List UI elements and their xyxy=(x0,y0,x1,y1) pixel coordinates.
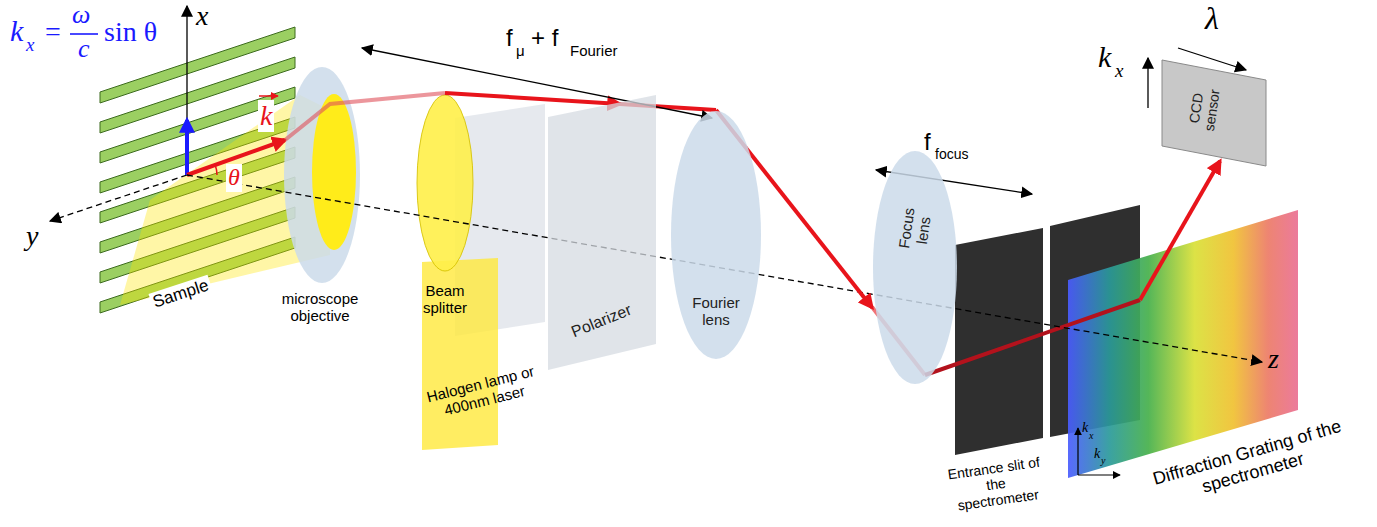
node-label: Focus lens xyxy=(895,203,936,255)
grating-axis xyxy=(1077,428,1078,475)
light-ray xyxy=(285,93,445,140)
light-ray xyxy=(1140,161,1220,300)
part-label: Halogen lamp or 400nm laser xyxy=(418,360,548,424)
ccd-sensor: CCD sensor xyxy=(1160,50,1268,168)
formula-symbol: c xyxy=(78,34,90,64)
node-label: Fourier lens xyxy=(685,294,747,329)
formula-symbol: ω xyxy=(72,0,90,30)
focus-lens: Focus lens xyxy=(872,150,958,385)
axis-label: x xyxy=(196,0,208,32)
dimension-subscript: focus xyxy=(935,146,968,162)
part-label: Sample xyxy=(148,275,213,313)
node-shape xyxy=(872,150,958,385)
sensor-outline xyxy=(1162,60,1266,166)
polarizer-panel: Polarizer xyxy=(548,95,656,370)
part-label: Diffraction Grating of the spectrometer xyxy=(1148,415,1352,510)
angle-label: θ xyxy=(226,164,242,192)
part-label: Beam splitter xyxy=(410,282,480,317)
formula-subscript: x xyxy=(26,34,34,56)
light-ray xyxy=(925,300,1140,375)
x-axis xyxy=(186,6,187,175)
beam-splitter xyxy=(417,95,473,271)
axis-subscript: x xyxy=(1089,430,1093,442)
vector-label: k xyxy=(258,100,274,132)
formula-symbol: sin θ xyxy=(104,16,157,48)
dimension-subscript: μ xyxy=(516,42,525,59)
dimension-label: f xyxy=(924,128,931,156)
dimension-label: + f xyxy=(531,24,558,52)
dimension-label: f xyxy=(506,24,513,52)
axis-label: y xyxy=(26,220,38,252)
dimension-arrow xyxy=(362,48,712,118)
kx-vector xyxy=(185,120,189,175)
axis-label: z xyxy=(1268,343,1279,375)
axis-subscript: x xyxy=(1115,60,1123,82)
axis-subscript: y xyxy=(1101,455,1105,467)
objective-lens xyxy=(284,67,360,283)
axis-label: k xyxy=(1098,40,1111,75)
dimension-subscript: Fourier xyxy=(570,42,618,59)
formula-symbol: k xyxy=(10,14,23,49)
lens-outline xyxy=(873,151,957,384)
slit-panel xyxy=(955,228,1043,455)
axis-label: k xyxy=(1082,420,1088,436)
axis-label: k xyxy=(1094,446,1100,462)
ccd-kx-arrow xyxy=(1147,58,1148,108)
panel-outline xyxy=(548,95,656,370)
light-ray xyxy=(445,93,716,110)
part-label: Entrance slit of the spectrometer xyxy=(943,453,1049,515)
objective-light xyxy=(312,94,356,250)
vector-accent xyxy=(259,95,278,97)
fourier-lens: Fourier lens xyxy=(670,110,762,360)
part-label: microscope objective xyxy=(268,290,372,325)
lens-outline xyxy=(671,111,761,359)
angle-arc xyxy=(215,165,217,175)
y-axis xyxy=(50,175,187,221)
axis-label: λ xyxy=(1205,0,1219,37)
grating-axis xyxy=(1078,474,1120,475)
formula-symbol: = xyxy=(45,16,61,48)
